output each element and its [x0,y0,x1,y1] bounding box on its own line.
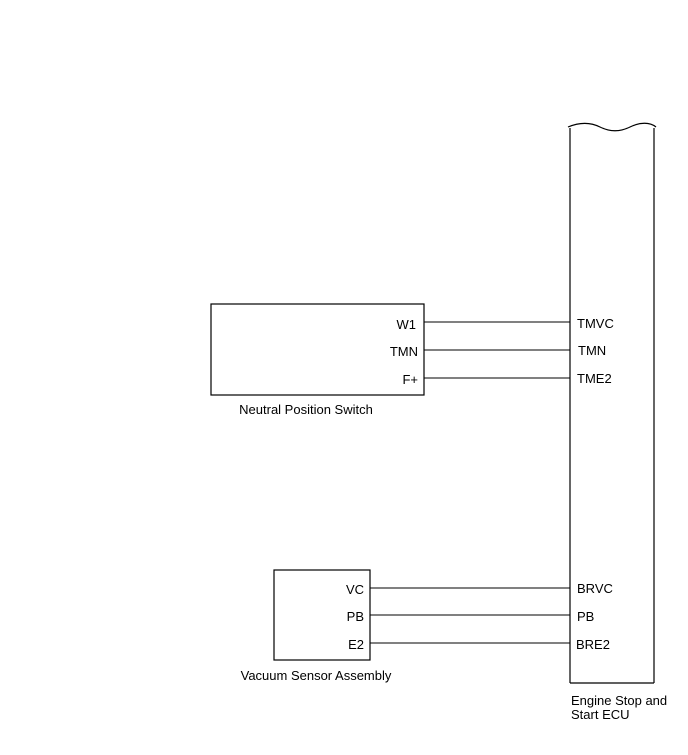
neutral-switch-pin-w1: W1 [397,317,417,332]
ecu-name-line2: Start ECU [571,707,630,722]
vacuum-sensor-name: Vacuum Sensor Assembly [241,668,392,683]
ecu-block [567,122,657,684]
ecu-pin-tmvc: TMVC [577,316,614,331]
neutral-position-switch: W1 TMN F+ Neutral Position Switch [210,303,425,417]
vacuum-sensor-box [273,569,371,661]
vacuum-sensor-pin-vc: VC [346,582,364,597]
neutral-switch-pin-tmn: TMN [390,344,418,359]
vacuum-sensor-assembly: VC PB E2 Vacuum Sensor Assembly [241,569,392,683]
ecu-pin-tme2: TME2 [577,371,612,386]
ecu-pin-pb: PB [577,609,594,624]
vacuum-sensor-pin-e2: E2 [348,637,364,652]
ecu-pin-bre2: BRE2 [576,637,610,652]
neutral-switch-box [210,303,425,396]
ecu-pins: TMVC TMN TME2 BRVC PB BRE2 [576,316,614,652]
vacuum-sensor-pin-pb: PB [347,609,364,624]
ecu-pin-tmn: TMN [578,343,606,358]
neutral-switch-name: Neutral Position Switch [239,402,373,417]
ecu-pin-brvc: BRVC [577,581,613,596]
ecu-name-line1: Engine Stop and [571,693,667,708]
neutral-switch-pin-fplus: F+ [402,372,418,387]
wires [370,321,570,644]
ecu-break-line [567,122,657,132]
